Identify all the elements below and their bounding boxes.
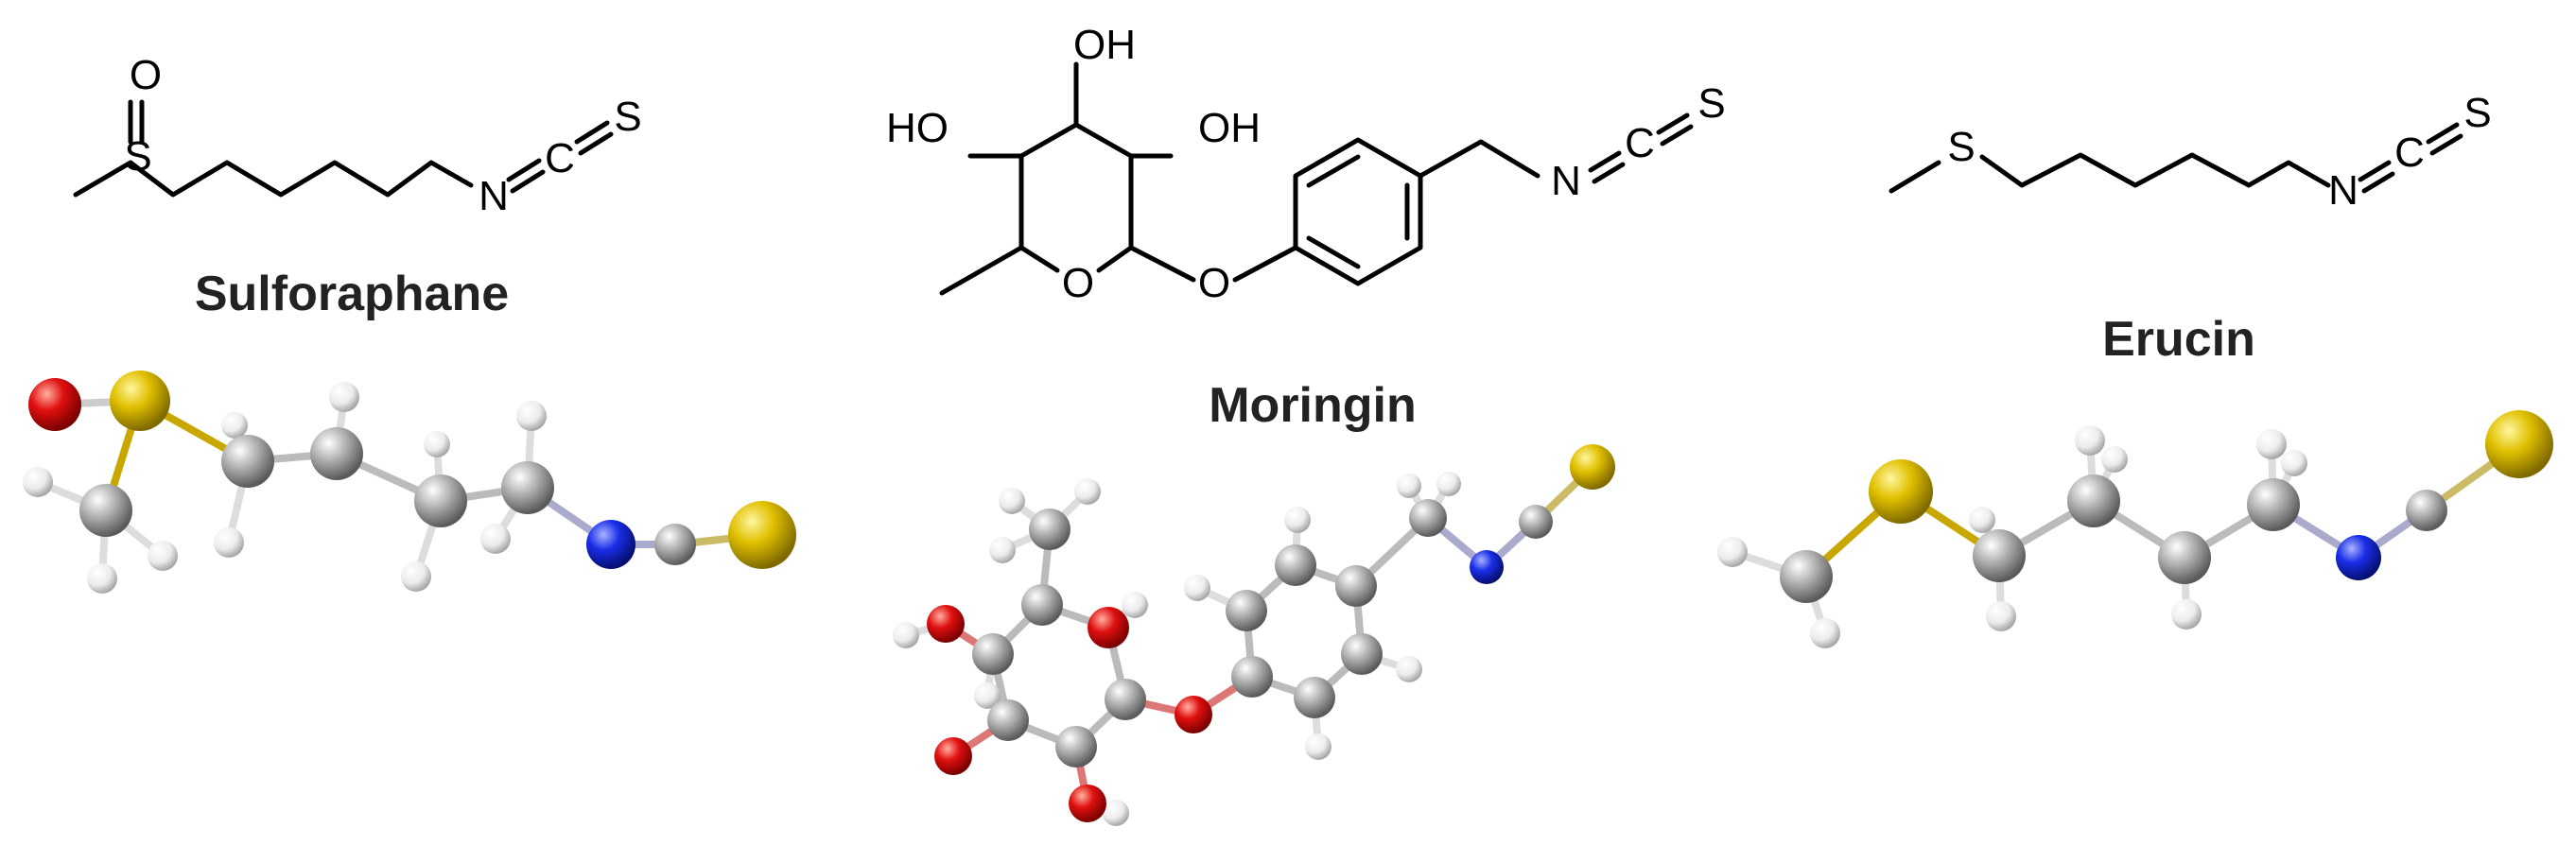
atom-sphere-hydrogen — [2171, 599, 2202, 629]
atom-label-hydroxyl: OH — [1073, 22, 1136, 68]
atom-sphere-sulfur — [2485, 410, 2553, 478]
atom-sphere-sulfur — [1869, 459, 1933, 524]
atom-label-sulfur: S — [2463, 90, 2491, 136]
atom-sphere-carbon — [1409, 499, 1447, 537]
atom-label-sulfur: S — [124, 133, 151, 180]
atom-sphere-hydrogen — [23, 467, 53, 497]
atom-sphere-hydrogen — [148, 541, 178, 571]
atom-sphere-carbon — [2247, 478, 2300, 531]
atom-sphere-sulfur — [110, 371, 170, 431]
atom-sphere-hydrogen — [893, 622, 919, 648]
erucin-ball-model — [1717, 410, 2553, 648]
atom-sphere-hydrogen — [1184, 575, 1210, 601]
atom-label-hydroxyl: HO — [886, 105, 949, 151]
atom-sphere-carbon — [1294, 677, 1335, 718]
atom-sphere-nitrogen — [2336, 535, 2381, 580]
atom-sphere-carbon — [1231, 656, 1273, 698]
moringin-structure: OH HO OH O O N C S — [886, 22, 1726, 306]
atom-label-sulfur: S — [614, 94, 641, 140]
sulforaphane-ball-model — [23, 371, 796, 594]
atom-sphere-carbon — [1029, 509, 1070, 550]
atom-sphere-carbon — [1021, 584, 1063, 626]
atom-sphere-carbon — [501, 461, 554, 514]
atom-label-ring-oxygen: O — [1062, 260, 1094, 306]
atom-sphere-hydrogen — [221, 412, 248, 439]
atom-sphere-hydrogen — [1284, 507, 1311, 533]
atom-sphere-carbon — [1780, 550, 1833, 603]
atom-sphere-hydrogen — [1122, 592, 1148, 618]
atom-sphere-carbon — [1519, 505, 1553, 539]
atom-label-nitrogen: N — [2328, 167, 2358, 214]
atom-sphere-oxygen — [1088, 607, 1129, 648]
atom-sphere-carbon — [2067, 474, 2120, 527]
atom-sphere-carbon — [1275, 544, 1316, 586]
atom-sphere-hydrogen — [1986, 601, 2016, 631]
atom-label-carbon: C — [2394, 129, 2425, 176]
atom-sphere-carbon — [1055, 726, 1097, 767]
atom-label-hydroxyl: OH — [1198, 105, 1261, 151]
atom-sphere-carbon — [1341, 633, 1383, 675]
atom-label-sulfur: S — [1947, 124, 1975, 170]
atom-label-carbon: C — [545, 135, 575, 181]
atom-sphere-hydrogen — [1396, 656, 1422, 682]
erucin-structure: S N C S — [1888, 90, 2492, 214]
atom-sphere-hydrogen — [974, 682, 1001, 709]
atom-sphere-carbon — [310, 427, 363, 480]
atom-sphere-carbon — [2158, 531, 2211, 584]
atom-label-nitrogen: N — [1551, 158, 1581, 204]
atom-sphere-hydrogen — [2101, 446, 2128, 473]
moringin-ball-model — [893, 444, 1615, 826]
atom-sphere-carbon — [1335, 565, 1377, 607]
molecule-name-moringin: Moringin — [1209, 378, 1417, 433]
molecule-name-sulforaphane: Sulforaphane — [195, 267, 509, 321]
atom-sphere-hydrogen — [1074, 478, 1101, 505]
atom-sphere-hydrogen — [989, 537, 1016, 563]
atom-sphere-oxygen — [927, 605, 965, 643]
atom-sphere-sulfur — [1570, 444, 1615, 490]
atom-sphere-hydrogen — [2075, 425, 2105, 456]
atom-sphere-carbon — [221, 435, 274, 488]
atom-sphere-hydrogen — [1436, 472, 1461, 496]
atom-sphere-carbon — [654, 524, 696, 565]
atom-sphere-hydrogen — [999, 488, 1025, 514]
atom-sphere-oxygen — [1175, 696, 1212, 733]
atom-sphere-carbon — [972, 633, 1014, 675]
atom-sphere-sulfur — [728, 501, 796, 569]
atom-label-oxygen: O — [130, 52, 162, 98]
atom-sphere-hydrogen — [1103, 800, 1129, 826]
atom-sphere-hydrogen — [516, 401, 547, 431]
atom-label-carbon: C — [1625, 120, 1655, 166]
atom-label-sulfur: S — [1697, 80, 1725, 127]
atom-label-nitrogen: N — [479, 173, 509, 219]
atom-sphere-hydrogen — [87, 563, 117, 594]
atom-sphere-hydrogen — [2281, 450, 2307, 476]
atom-sphere-oxygen — [28, 378, 81, 431]
atom-sphere-carbon — [2406, 490, 2447, 531]
atom-sphere-hydrogen — [214, 527, 244, 558]
atom-sphere-carbon — [987, 699, 1029, 741]
atom-sphere-hydrogen — [2256, 429, 2287, 459]
atom-sphere-carbon — [1226, 590, 1267, 631]
atom-sphere-carbon — [1973, 529, 2026, 582]
atom-sphere-hydrogen — [329, 382, 359, 412]
atom-sphere-carbon — [414, 474, 467, 527]
atom-label-ether-oxygen: O — [1198, 260, 1230, 306]
atom-sphere-hydrogen — [424, 431, 450, 457]
atom-sphere-hydrogen — [1969, 507, 1995, 533]
atom-sphere-nitrogen — [586, 520, 635, 569]
atom-sphere-carbon — [1105, 679, 1146, 720]
atom-sphere-carbon — [79, 484, 132, 537]
atom-sphere-hydrogen — [1305, 733, 1332, 760]
molecule-name-erucin: Erucin — [2102, 312, 2255, 367]
atom-sphere-hydrogen — [401, 561, 431, 592]
sulforaphane-structure: O S N C S — [73, 52, 642, 219]
atom-sphere-hydrogen — [480, 524, 511, 554]
atom-sphere-nitrogen — [1470, 550, 1504, 584]
atom-sphere-hydrogen — [1717, 537, 1748, 567]
atom-sphere-hydrogen — [1397, 474, 1421, 498]
atom-sphere-oxygen — [1069, 785, 1106, 822]
atom-sphere-oxygen — [934, 737, 972, 775]
atom-sphere-hydrogen — [1810, 618, 1840, 648]
